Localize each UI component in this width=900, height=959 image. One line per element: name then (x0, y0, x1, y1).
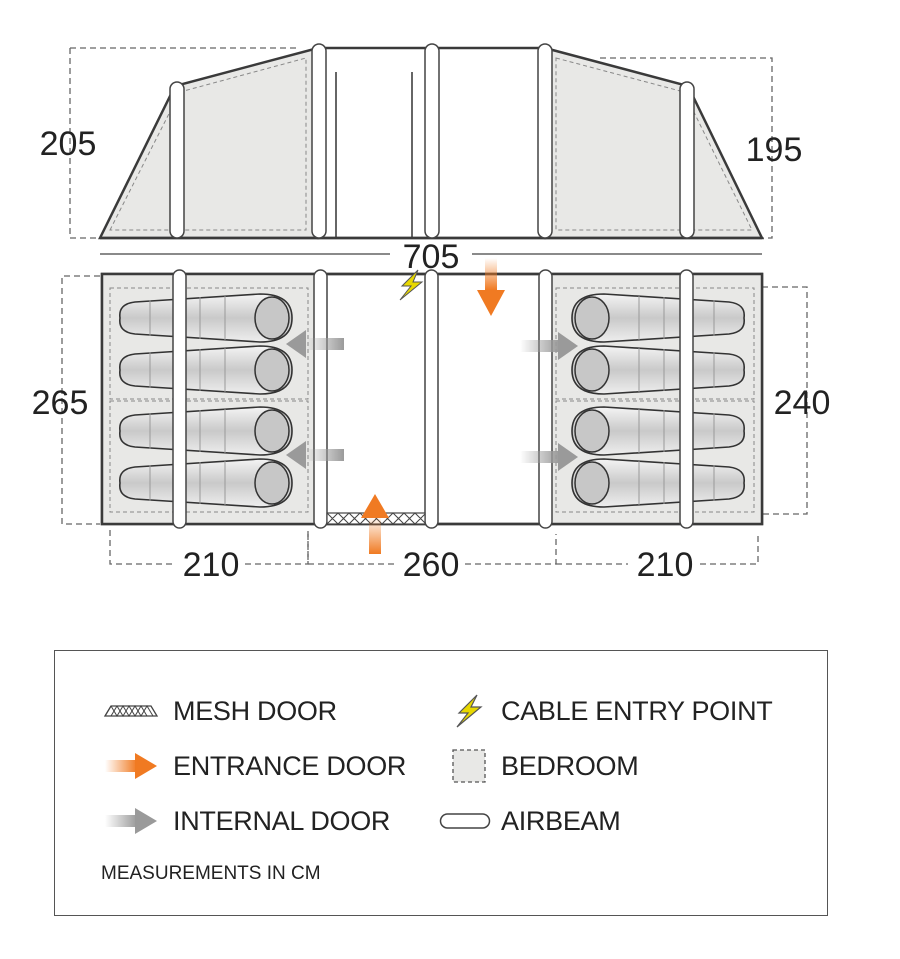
side-elevation: 205 195 (40, 43, 803, 240)
legend-label: BEDROOM (501, 750, 639, 781)
legend-item-mesh-door: MESH DOOR (99, 691, 337, 731)
orange-arrow-icon (99, 746, 163, 786)
entrance-door-arrow-top (477, 258, 505, 316)
legend-label: ENTRANCE DOOR (173, 750, 407, 781)
internal-door-arrow-left-top (286, 330, 344, 358)
legend-label: INTERNAL DOOR (173, 805, 391, 836)
airbeam-side-1 (169, 81, 185, 239)
internal-door-arrow-right-bottom (520, 443, 578, 471)
mesh-door-icon (99, 691, 163, 731)
sleeping-bags-left (118, 293, 293, 508)
bedroom-left-width-label: 210 (183, 546, 240, 584)
lightning-icon (447, 691, 491, 731)
right-bedroom-panel (543, 46, 764, 240)
floor-plan: 265 240 (32, 258, 831, 554)
legend-label: CABLE ENTRY POINT (501, 695, 773, 726)
airbeam-floor-4 (538, 269, 553, 529)
measurements-note: MEASUREMENTS IN CM (101, 863, 321, 884)
width-guide-right (762, 286, 808, 515)
width-left-label: 265 (32, 384, 89, 422)
legend-item-entrance-door: ENTRANCE DOOR (99, 746, 406, 786)
internal-door-arrow-left-bottom (286, 441, 344, 469)
bedroom-square-icon (447, 746, 491, 786)
height-guide-right (600, 57, 773, 239)
height-right-label: 195 (746, 131, 803, 169)
legend-item-airbeam: AIRBEAM (439, 801, 621, 841)
legend-item-cable-entry: CABLE ENTRY POINT (447, 691, 773, 731)
height-guide-left (69, 47, 300, 239)
airbeam-floor-1 (172, 269, 187, 529)
cable-entry-icon (399, 269, 424, 301)
airbeam-icon (439, 801, 491, 841)
legend-item-internal-door: INTERNAL DOOR (99, 801, 390, 841)
airbeam-floor-5 (679, 269, 694, 529)
grey-arrow-icon (99, 801, 163, 841)
airbeam-side-5 (679, 81, 695, 239)
airbeam-side-3 (424, 43, 440, 239)
sleeping-bags-right (571, 293, 746, 508)
legend-label: AIRBEAM (501, 805, 621, 836)
width-guide-left (61, 275, 100, 525)
airbeam-side-4 (537, 43, 553, 239)
airbeam-floor-2 (313, 269, 328, 529)
entrance-door-arrow-bottom (361, 494, 389, 554)
legend-box: MESH DOOR CABLE ENTRY POINT ENTRANCE DO (54, 650, 828, 916)
left-bedroom-panel (97, 46, 320, 240)
bottom-dimensions: 210 260 210 (109, 530, 759, 584)
living-area-width-label: 260 (403, 546, 460, 584)
width-right-label: 240 (774, 384, 831, 422)
legend-label: MESH DOOR (173, 695, 337, 726)
height-left-label: 205 (40, 125, 97, 163)
legend-item-bedroom: BEDROOM (447, 746, 639, 786)
tent-floorplan-diagram: 205 195 705 (32, 43, 831, 584)
bedroom-right-width-label: 210 (637, 546, 694, 584)
airbeam-side-2 (311, 43, 327, 239)
internal-door-arrow-right-top (520, 332, 578, 360)
airbeam-floor-3 (424, 269, 439, 529)
